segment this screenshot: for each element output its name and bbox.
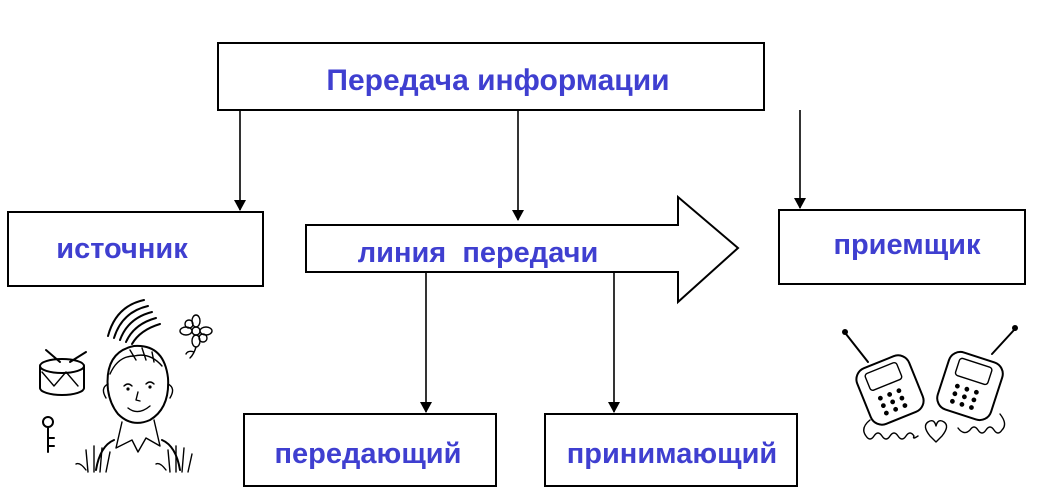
flower-icon (179, 314, 213, 359)
title-box: Передача информации (217, 42, 765, 111)
receiving-label: принимающий (567, 438, 778, 470)
source-label: источник (56, 233, 188, 265)
key-icon (42, 416, 55, 453)
drum-icon (39, 349, 87, 396)
phones-icon (842, 325, 1018, 443)
receiver-label: приемщик (833, 229, 981, 261)
top-connectors (234, 110, 806, 221)
rainbow-icon (107, 299, 161, 345)
title-label: Передача информации (326, 64, 669, 97)
transmitter-label: передающий (275, 438, 462, 470)
line-connectors (420, 272, 620, 413)
child-figure (75, 344, 193, 473)
transmitter-box: передающий (243, 413, 497, 487)
receiver-box: приемщик (778, 209, 1026, 285)
line-label: линия передачи (358, 237, 599, 269)
transmission-line-arrow: линия передачи (305, 194, 740, 305)
receiving-box: принимающий (544, 413, 798, 487)
source-box: источник (7, 211, 264, 287)
